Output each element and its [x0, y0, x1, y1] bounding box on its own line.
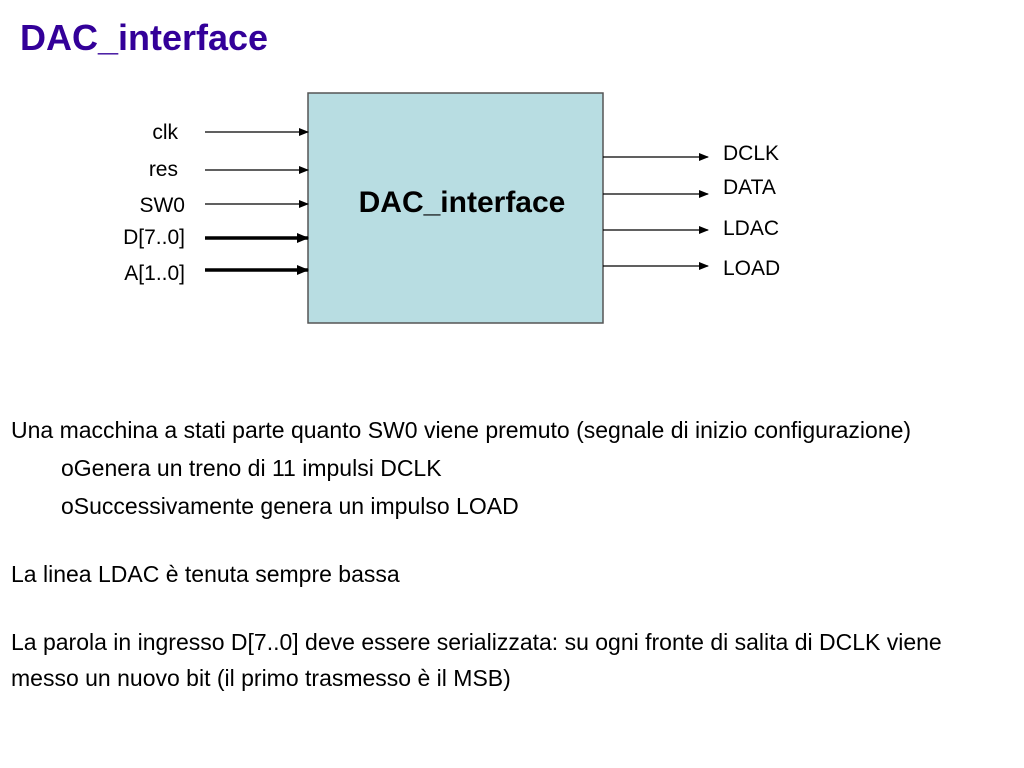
- output-label-ldac: LDAC: [723, 217, 779, 240]
- serial-note: La parola in ingresso D[7..0] deve esser…: [11, 629, 942, 691]
- output-label-data: DATA: [723, 176, 776, 199]
- dac-interface-block: [307, 92, 604, 324]
- output-load: LOAD: [603, 257, 780, 280]
- output-label-load: LOAD: [723, 257, 780, 280]
- output-data: DATA: [603, 176, 776, 199]
- slide-title: DAC_interface: [20, 17, 269, 58]
- input-d-bus: D[7..0]: [123, 226, 309, 249]
- bullet-item: oGenera un treno di 11 impulsi DCLK: [61, 455, 442, 481]
- input-label-clk: clk: [152, 121, 178, 144]
- input-clk: clk: [152, 121, 309, 144]
- input-label-sw0: SW0: [139, 194, 185, 217]
- ldac-note: La linea LDAC è tenuta sempre bassa: [11, 561, 400, 587]
- input-label-res: res: [149, 158, 178, 181]
- block-label: DAC_interface: [359, 186, 566, 219]
- input-a-bus: A[1..0]: [124, 262, 309, 285]
- description: Una macchina a stati parte quanto SW0 vi…: [11, 412, 1011, 696]
- output-ldac: LDAC: [603, 217, 779, 240]
- input-label-d-bus: D[7..0]: [123, 226, 185, 249]
- bullet-item: oSuccessivamente genera un impulso LOAD: [61, 493, 519, 519]
- intro-paragraph: Una macchina a stati parte quanto SW0 vi…: [11, 417, 912, 443]
- input-sw0: SW0: [139, 194, 309, 217]
- input-res: res: [149, 158, 309, 181]
- block-diagram: DAC_interface clk res SW0 D[7..0] A[1..0…: [123, 92, 780, 324]
- input-label-a-bus: A[1..0]: [124, 262, 185, 285]
- output-label-dclk: DCLK: [723, 142, 779, 165]
- output-dclk: DCLK: [603, 142, 779, 165]
